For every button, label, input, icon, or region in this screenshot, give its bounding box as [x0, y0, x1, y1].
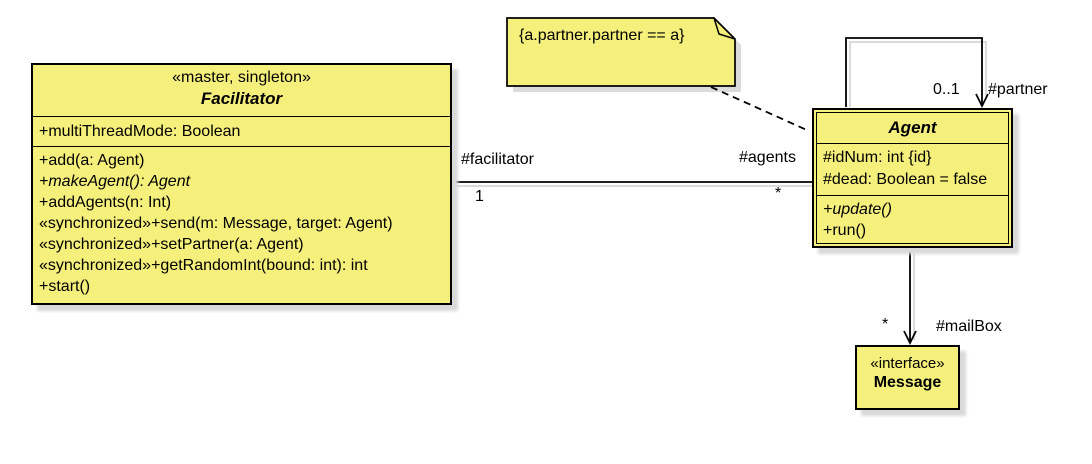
role-label-mailbox: #mailBox [936, 318, 1002, 335]
role-label-partner: #partner [988, 81, 1048, 98]
agent-operations: +update() +run() [817, 195, 1008, 242]
operation-line: +run() [823, 222, 867, 239]
class-facilitator[interactable]: «master, singleton» Facilitator +multiTh… [31, 63, 452, 305]
note-constraint-text: {a.partner.partner == a} [519, 27, 685, 44]
operation-line: +start() [39, 278, 91, 295]
operation-line: «synchronized»+setPartner(a: Agent) [39, 236, 304, 253]
operation-line-abstract: +update() [823, 201, 892, 218]
facilitator-attributes: +multiThreadMode: Boolean [33, 116, 450, 146]
operation-line: +addAgents(n: Int) [39, 194, 172, 211]
mailbox-arrowhead-icon [903, 330, 917, 346]
operation-line: +add(a: Agent) [39, 152, 145, 169]
multiplicity-agents: * [775, 185, 782, 202]
role-label-agents: #agents [739, 149, 796, 166]
message-stereotype: «interface» [870, 355, 945, 372]
class-agent[interactable]: Agent #idNum: int {id} #dead: Boolean = … [812, 108, 1013, 248]
association-partner-self-loop[interactable] [845, 37, 983, 107]
facilitator-header: «master, singleton» Facilitator [33, 65, 450, 116]
facilitator-operations: +add(a: Agent) +makeAgent(): Agent +addA… [33, 146, 450, 301]
active-class-inner-frame: Agent #idNum: int {id} #dead: Boolean = … [816, 112, 1009, 244]
agent-attributes: #idNum: int {id} #dead: Boolean = false [817, 143, 1008, 195]
attribute-line: #idNum: int {id} [823, 149, 932, 166]
agent-header: Agent [817, 113, 1008, 143]
note-dogear-fold [713, 17, 736, 40]
connector-shadows [456, 41, 987, 340]
partner-arrowhead-icon [975, 93, 989, 109]
role-label-facilitator: #facilitator [461, 151, 534, 168]
uml-note[interactable] [506, 17, 736, 87]
multiplicity-facilitator: 1 [475, 188, 484, 205]
attribute-line: #dead: Boolean = false [823, 171, 988, 188]
attribute-line: +multiThreadMode: Boolean [39, 123, 241, 140]
note-anchor-dashed-line[interactable] [710, 86, 810, 132]
agent-class-name: Agent [888, 118, 937, 137]
operation-line: «synchronized»+send(m: Message, target: … [39, 215, 393, 232]
facilitator-stereotype: «master, singleton» [172, 69, 311, 86]
message-class-name: Message [873, 374, 942, 391]
operation-line: «synchronized»+getRandomInt(bound: int):… [39, 257, 368, 274]
operation-line-abstract: +makeAgent(): Agent [39, 173, 191, 190]
class-message[interactable]: «interface» Message [855, 345, 960, 410]
facilitator-class-name: Facilitator [200, 89, 283, 108]
multiplicity-partner: 0..1 [933, 81, 960, 98]
multiplicity-mailbox: * [882, 316, 889, 333]
